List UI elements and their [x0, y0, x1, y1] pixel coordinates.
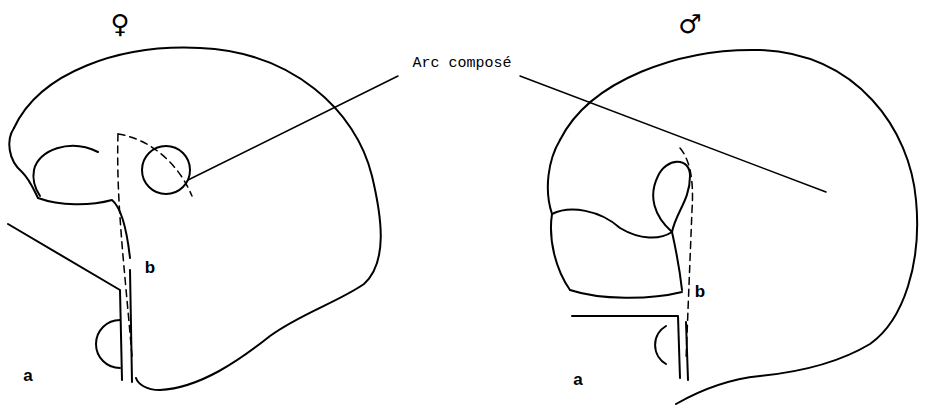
skull-outline: [560, 50, 917, 404]
skull-outline: [14, 48, 381, 390]
angle-line: [8, 224, 122, 380]
part-letter: a: [23, 367, 32, 386]
face-outline: [570, 290, 682, 298]
sex-symbol: ♂: [678, 10, 701, 39]
brow-outline: [9, 128, 38, 198]
angle-arc: [96, 320, 120, 368]
angle-line: [686, 322, 688, 380]
orbit-curve: [552, 210, 672, 238]
part-letter: a: [573, 371, 582, 390]
composite-arc-curve: [653, 162, 690, 290]
angle-line: [572, 316, 680, 378]
sex-symbol: ♀: [110, 10, 129, 39]
composite-arc-dashed: [118, 134, 192, 196]
part-letter: b: [145, 259, 155, 278]
angle-arc: [655, 326, 666, 364]
composite-arc-circle: [142, 146, 190, 194]
part-letter: b: [695, 283, 705, 302]
leader-line: [520, 76, 826, 192]
orbit-curve: [33, 146, 98, 196]
leader-line: [188, 76, 398, 180]
brow-outline: [548, 140, 570, 290]
angle-line: [130, 270, 132, 382]
figure-label: Arc composé: [410, 56, 513, 73]
